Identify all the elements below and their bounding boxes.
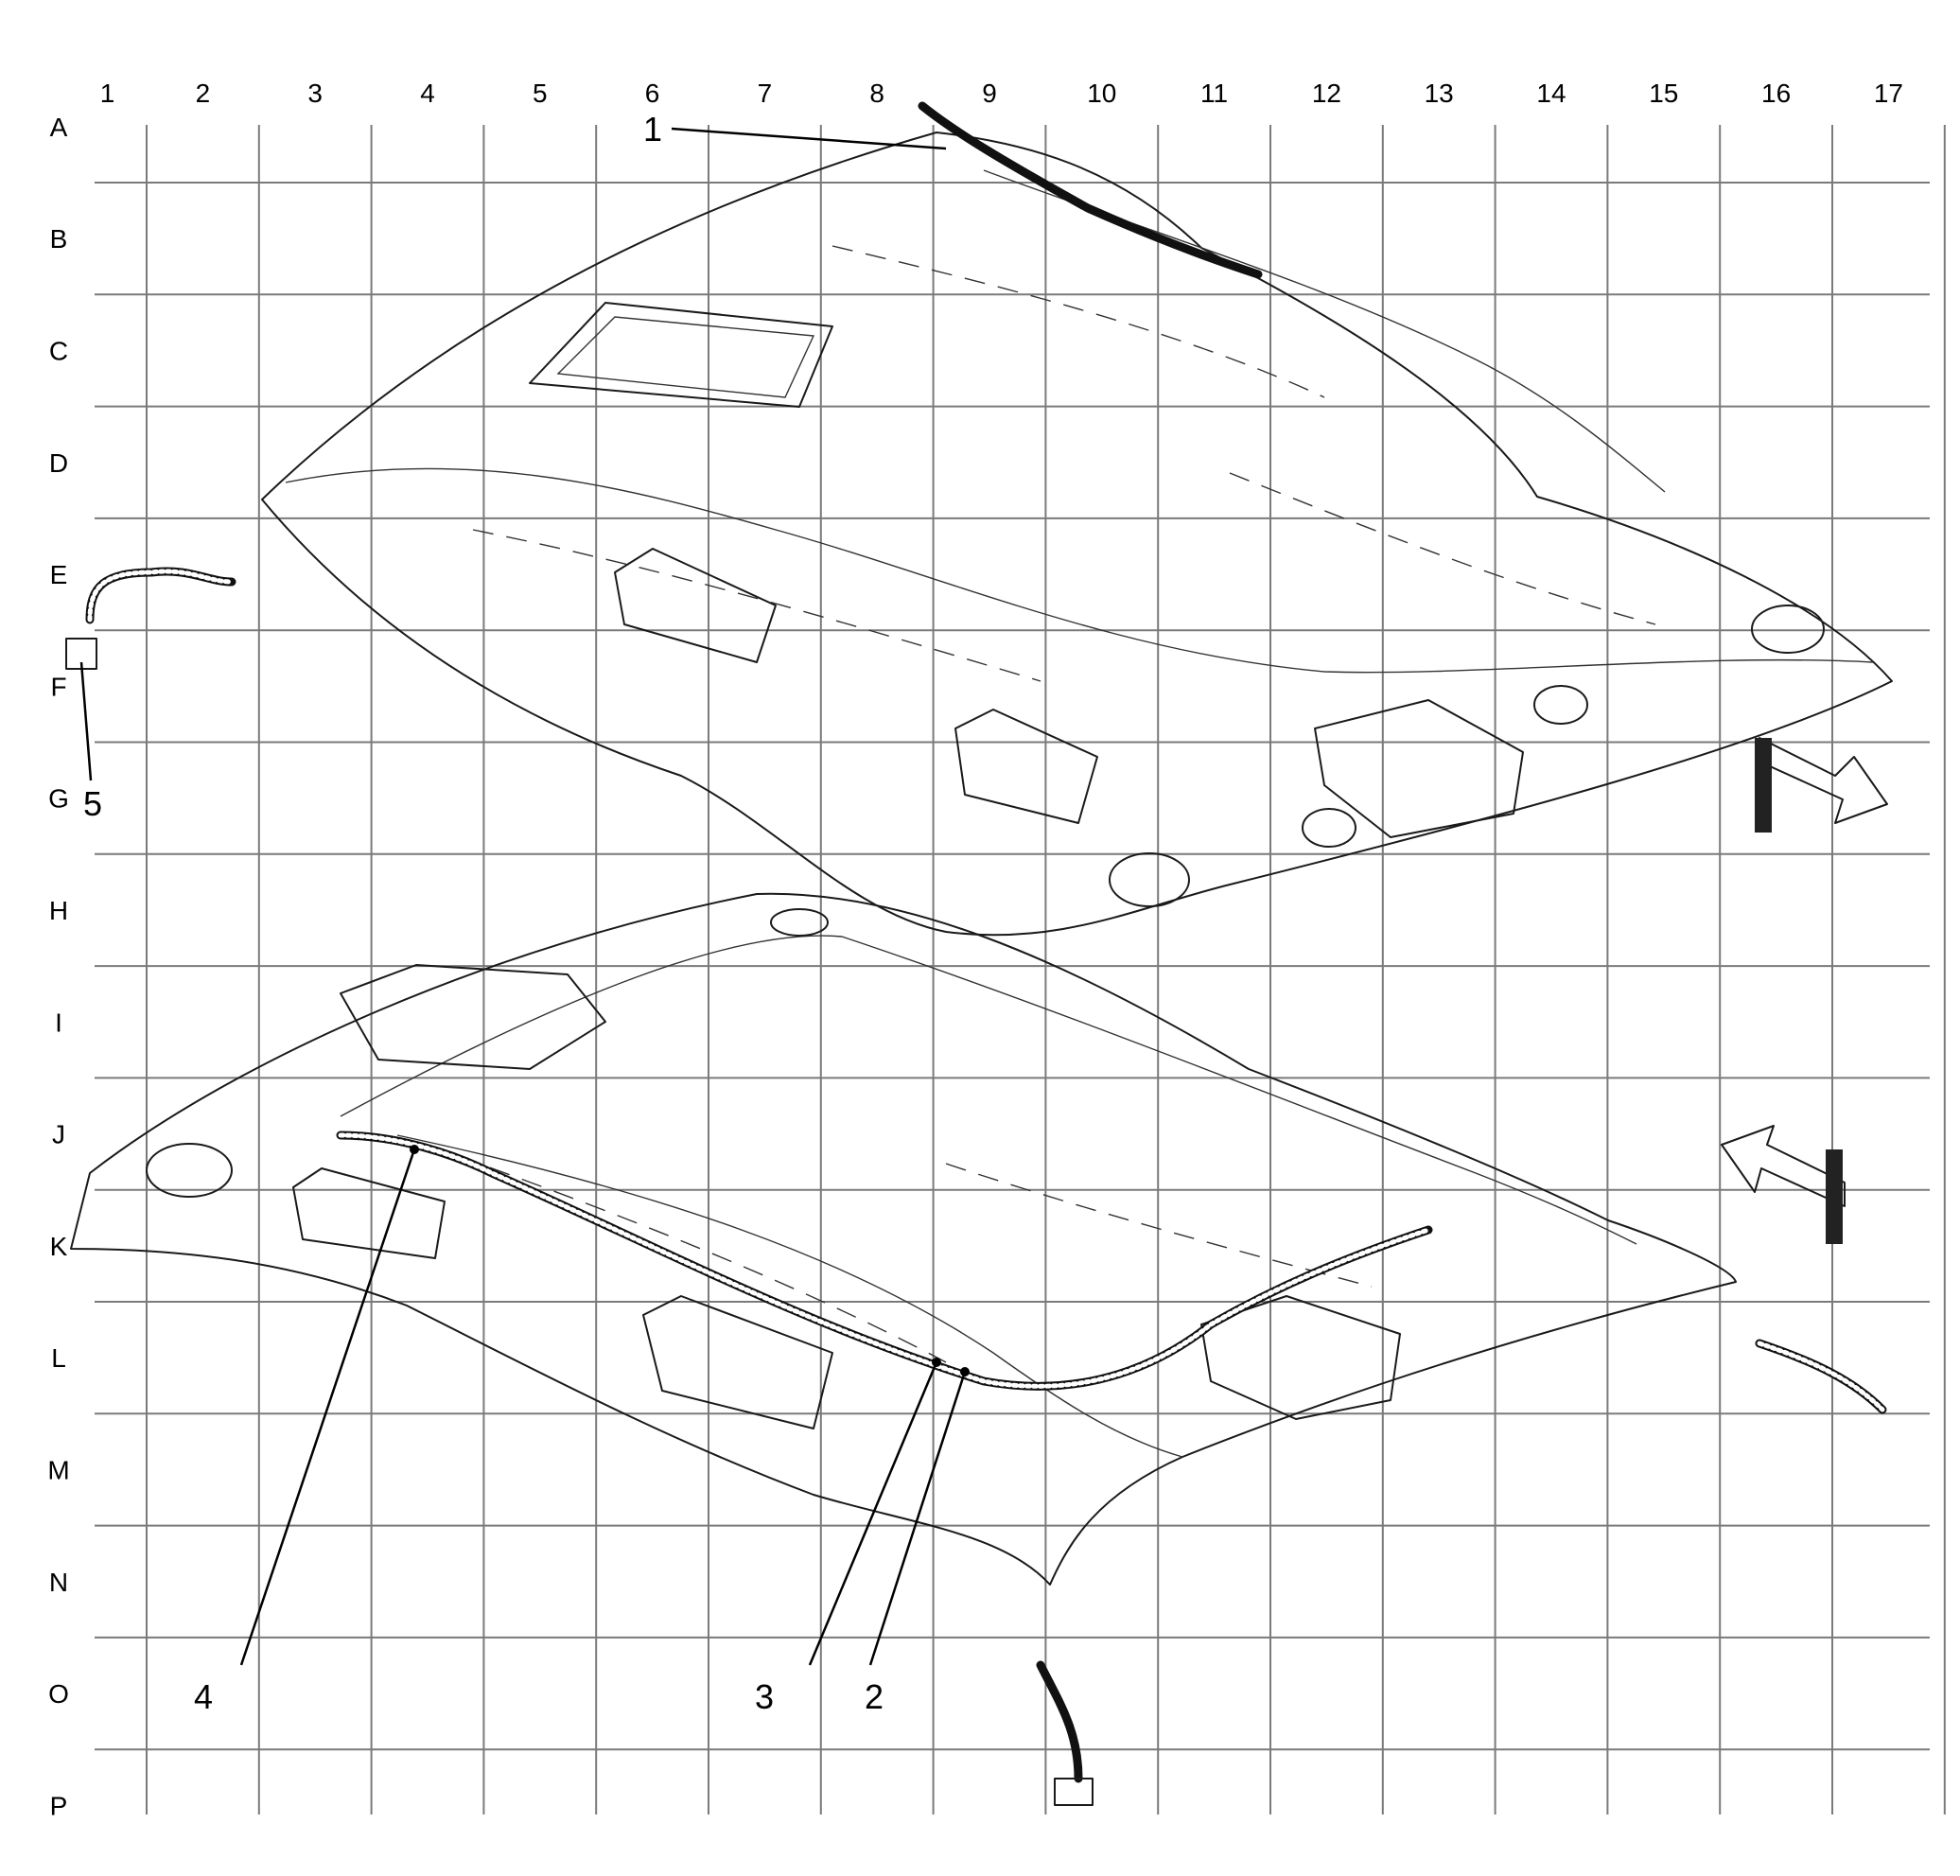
column-label: 9 — [982, 79, 997, 108]
front-arrow-icon — [1755, 737, 1888, 833]
column-label: 10 — [1087, 79, 1116, 108]
column-label: 1 — [100, 79, 115, 108]
callout-4: 4 — [194, 1677, 213, 1716]
row-label: H — [49, 896, 68, 925]
column-label: 13 — [1425, 79, 1454, 108]
callout-3: 3 — [755, 1677, 774, 1716]
row-label: D — [49, 448, 68, 478]
row-label: O — [48, 1679, 69, 1709]
grid-lines — [95, 125, 1946, 1815]
row-labels: A B C D E F G H I J K L M N O P — [47, 113, 69, 1820]
column-label: 6 — [645, 79, 660, 108]
column-label: 16 — [1761, 79, 1791, 108]
callout-leaders — [79, 127, 970, 1666]
row-label: L — [51, 1343, 66, 1373]
leader-5 — [79, 661, 93, 781]
column-label: 17 — [1874, 79, 1903, 108]
column-label: 14 — [1536, 79, 1566, 108]
row-label: F — [50, 672, 66, 701]
column-label: 8 — [869, 79, 884, 108]
column-label: 7 — [758, 79, 773, 108]
leader-1 — [671, 127, 947, 150]
row-label: I — [55, 1008, 62, 1037]
leader-3 — [808, 1361, 938, 1666]
leader-4 — [239, 1148, 416, 1666]
lower-headliner — [70, 892, 1737, 1586]
bottom-connector-body — [1054, 1778, 1094, 1806]
callout-1: 1 — [643, 110, 662, 149]
column-label: 15 — [1649, 79, 1678, 108]
column-label: 3 — [307, 79, 323, 108]
column-label: 2 — [196, 79, 211, 108]
row-label: A — [50, 113, 68, 142]
column-label: 11 — [1200, 79, 1228, 108]
row-label: M — [47, 1455, 69, 1484]
callout-2: 2 — [865, 1677, 884, 1716]
row-label: P — [50, 1791, 68, 1820]
callout-labels: 1 2 3 4 5 — [83, 110, 884, 1716]
leader-2 — [868, 1371, 967, 1666]
row-label: C — [49, 336, 68, 365]
roof-wiring-harness — [65, 101, 1887, 1806]
row-label: N — [49, 1568, 68, 1597]
column-label: 4 — [420, 79, 435, 108]
row-label: E — [50, 560, 68, 589]
callout-5: 5 — [83, 784, 102, 823]
column-label: 5 — [533, 79, 548, 108]
row-label: B — [50, 224, 68, 254]
row-label: J — [52, 1120, 65, 1149]
row-label: G — [48, 784, 69, 814]
upper-headliner — [261, 131, 1893, 937]
column-label: 12 — [1312, 79, 1341, 108]
row-label: K — [50, 1232, 68, 1261]
rear-arrow-icon — [1721, 1125, 1846, 1244]
